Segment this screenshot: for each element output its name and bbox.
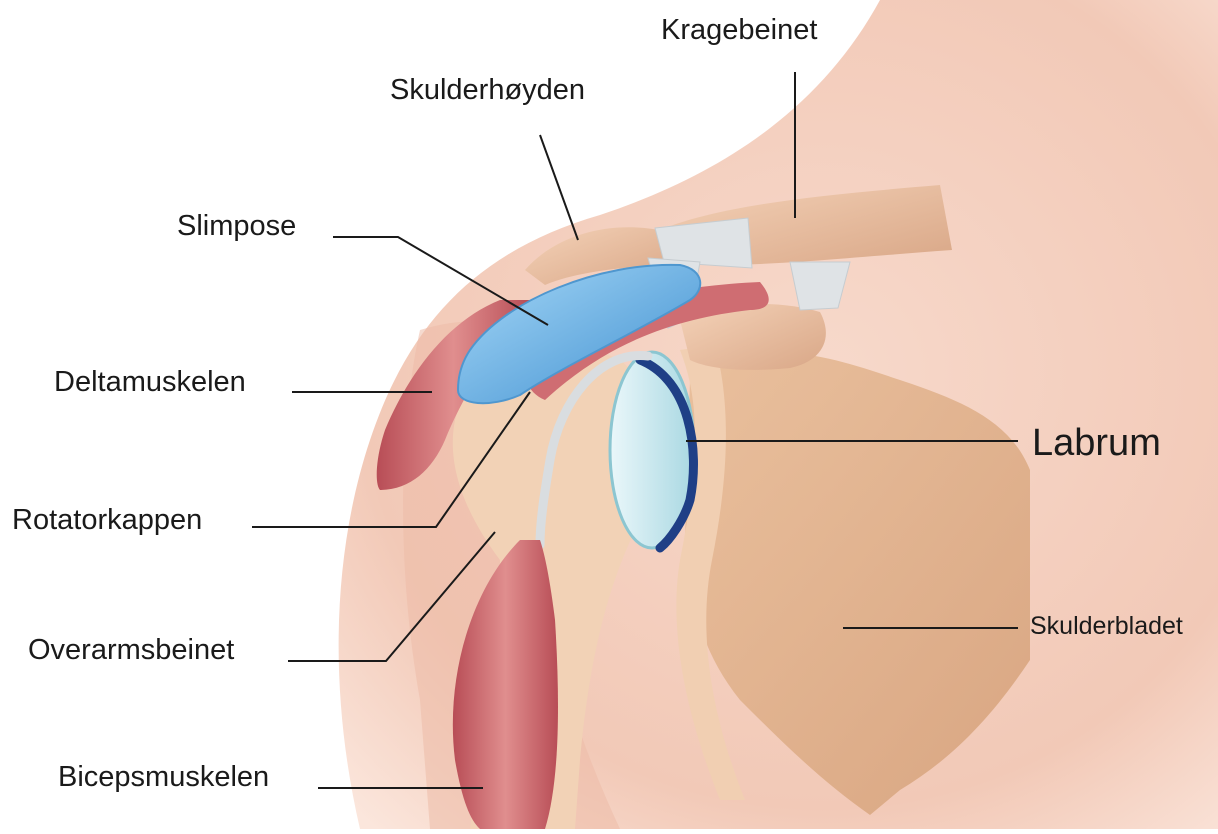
label-rotatorkappen: Rotatorkappen [12,506,202,535]
label-overarmsbeinet: Overarmsbeinet [28,636,234,665]
label-skulderbladet: Skulderbladet [1030,614,1183,639]
label-bicepsmuskelen: Bicepsmuskelen [58,763,269,792]
label-kragebeinet: Kragebeinet [661,16,817,45]
label-deltamuskelen: Deltamuskelen [54,368,246,397]
label-skulderhoyden: Skulderhøyden [390,76,585,105]
leader-skulderhoyden [540,135,578,240]
label-slimpose: Slimpose [177,212,296,241]
label-labrum: Labrum [1032,424,1161,462]
